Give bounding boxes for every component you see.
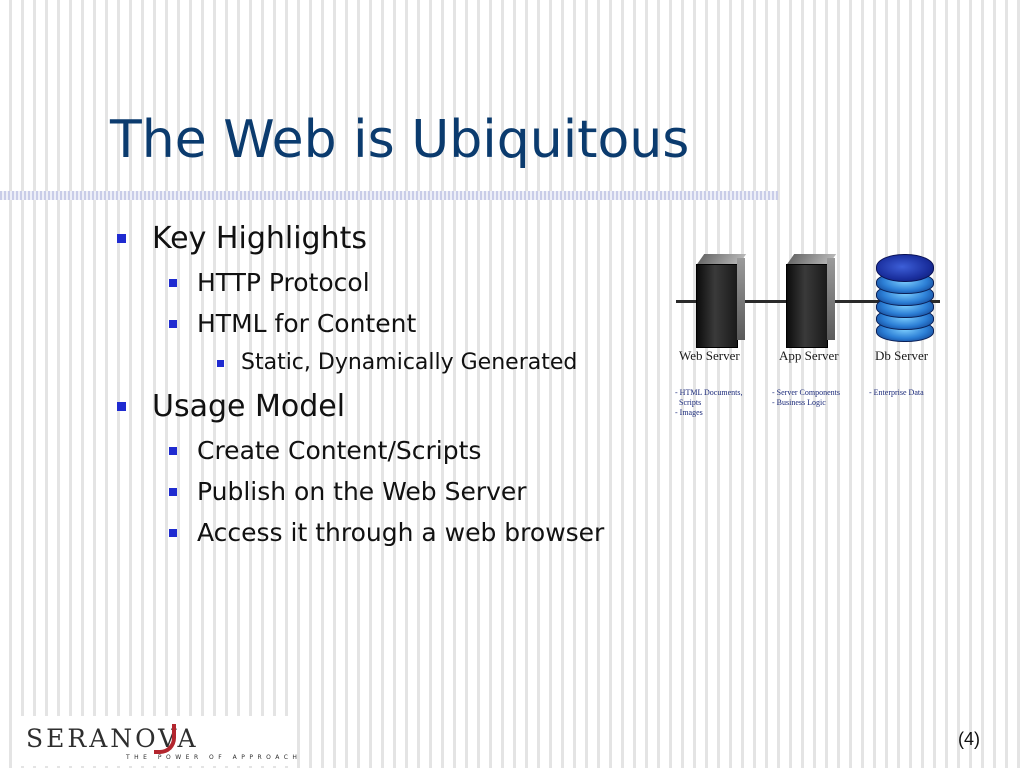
logo-swoosh-icon <box>154 724 176 754</box>
bullet-item: HTTP Protocol <box>169 268 370 297</box>
detail-line: - Images <box>675 408 703 417</box>
logo-tagline: THE POWER OF APPROACH <box>126 754 302 761</box>
bullet-text: HTML for Content <box>197 309 417 338</box>
slide-title: The Web is Ubiquitous <box>110 110 690 170</box>
app-server-label: App Server <box>779 348 839 363</box>
bullet-text: Usage Model <box>152 389 346 424</box>
web-server-details: - HTML Documents, Scripts - Images <box>675 388 742 418</box>
company-logo: SERANOVA THE POWER OF APPROACH <box>14 716 297 766</box>
bullet-square-icon <box>169 488 177 496</box>
bullet-square-icon <box>169 320 177 328</box>
bullet-item: HTML for Content <box>169 309 417 338</box>
bullet-text: Static, Dynamically Generated <box>241 350 578 375</box>
bullet-text: Publish on the Web Server <box>197 477 527 506</box>
title-divider <box>0 191 778 200</box>
detail-line: - Business Logic <box>772 398 826 407</box>
bullet-square-icon <box>169 279 177 287</box>
page-number: (4) <box>958 729 980 749</box>
bullet-list: Key Highlights HTTP Protocol HTML for Co… <box>117 221 605 547</box>
bullet-text: HTTP Protocol <box>197 268 370 297</box>
bullet-square-icon <box>217 360 224 367</box>
bullet-text: Key Highlights <box>152 221 367 256</box>
bullet-text: Access it through a web browser <box>197 518 605 547</box>
bullet-square-icon <box>169 447 177 455</box>
db-server-details: - Enterprise Data <box>869 388 924 398</box>
web-server-label: Web Server <box>679 348 740 363</box>
bullet-item: Usage Model <box>117 389 346 424</box>
bullet-item: Create Content/Scripts <box>169 436 482 465</box>
detail-line: Scripts <box>679 398 702 407</box>
bullet-item: Access it through a web browser <box>169 518 605 547</box>
database-icon <box>876 254 934 342</box>
bullet-item: Static, Dynamically Generated <box>217 350 578 375</box>
bullet-square-icon <box>117 234 126 243</box>
detail-line: - HTML Documents, <box>675 388 743 397</box>
bullet-item: Publish on the Web Server <box>169 477 527 506</box>
app-server-details: - Server Components - Business Logic <box>772 388 840 408</box>
bullet-item: Key Highlights <box>117 221 367 256</box>
bullet-square-icon <box>169 529 177 537</box>
detail-line: - Enterprise Data <box>869 388 924 397</box>
bullet-square-icon <box>117 402 126 411</box>
bullet-text: Create Content/Scripts <box>197 436 482 465</box>
server-diagram: Web Server App Server Db Server - HTML D… <box>670 240 960 430</box>
db-server-label: Db Server <box>875 348 929 363</box>
detail-line: - Server Components <box>772 388 840 397</box>
